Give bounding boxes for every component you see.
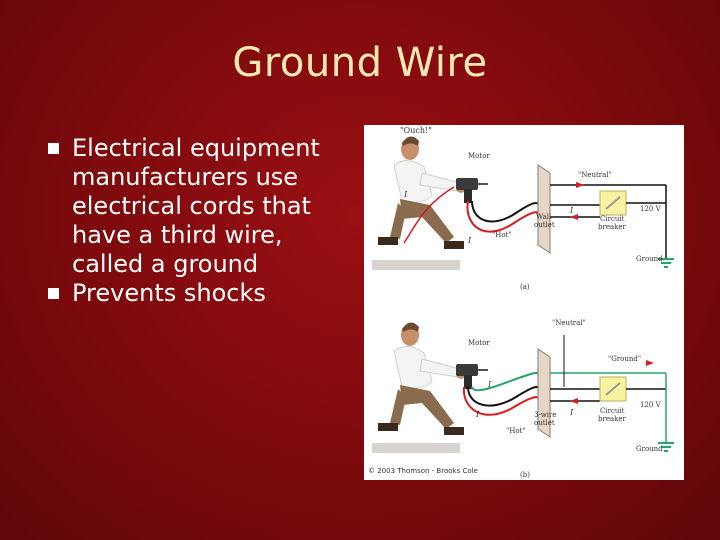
motor-label: Motor — [468, 152, 490, 160]
wall-outlet-label: Wall — [536, 213, 552, 221]
bullet-item: Electrical equipment manufacturers use e… — [48, 134, 348, 279]
current-label: I — [475, 410, 480, 419]
person-icon — [378, 136, 466, 249]
panel-b: "Neutral" Motor "Ground" "Hot" I I I 3-w… — [372, 319, 674, 479]
square-bullet-icon — [48, 288, 59, 299]
current-arrow-icon — [646, 360, 654, 366]
current-label: I — [569, 206, 574, 215]
ground-label: Ground — [636, 255, 663, 263]
current-arrow-icon — [570, 398, 578, 404]
drill-icon — [456, 364, 488, 389]
motor-label: Motor — [468, 339, 490, 347]
current-label: I — [467, 236, 472, 245]
neutral-label: "Neutral" — [578, 171, 612, 179]
neutral-wire — [471, 200, 543, 223]
outlet-label: outlet — [534, 419, 555, 427]
circuit-breaker-label: breaker — [598, 415, 627, 423]
bullet-text: Electrical equipment manufacturers use e… — [72, 134, 320, 278]
current-arrow-icon — [570, 214, 578, 220]
circuit-breaker-label: breaker — [598, 223, 627, 231]
panel-a: "Ouch!" Motor "Neutral" "Hot" I I I Wall… — [372, 126, 674, 291]
ouch-label: "Ouch!" — [400, 126, 432, 135]
bullet-text: Prevents shocks — [72, 279, 266, 307]
ground-wire-figure: "Ouch!" Motor "Neutral" "Hot" I I I Wall… — [364, 125, 684, 480]
hot-label: "Hot" — [506, 427, 526, 435]
floor-shadow — [372, 443, 460, 453]
copyright-text: © 2003 Thomson - Brooks Cole — [368, 467, 478, 475]
current-arrow-icon — [576, 182, 584, 188]
ground-symbol-icon — [658, 258, 674, 268]
neutral-label: "Neutral" — [552, 319, 586, 327]
outlet-label: 3-wire — [534, 411, 557, 419]
figure-illustration: "Ouch!" Motor "Neutral" "Hot" I I I Wall… — [368, 126, 674, 479]
wall-outlet-plate — [537, 164, 551, 254]
shock-path — [403, 186, 455, 244]
circuit-breaker-label: Circuit — [600, 215, 625, 223]
bullet-item: Prevents shocks — [48, 279, 348, 308]
wall-outlet-label: outlet — [534, 221, 555, 229]
square-bullet-icon — [48, 143, 59, 154]
voltage-label: 120 V — [640, 401, 662, 409]
drill-icon — [456, 178, 488, 203]
person-icon — [378, 322, 466, 435]
ground-label: Ground — [636, 445, 663, 453]
slide-title: Ground Wire — [232, 40, 488, 86]
current-label: I — [569, 408, 574, 417]
ground-wire-label: "Ground" — [608, 355, 641, 363]
panel-a-label: (a) — [520, 283, 530, 291]
circuit-breaker-label: Circuit — [600, 407, 625, 415]
voltage-label: 120 V — [640, 205, 662, 213]
ground-symbol-icon — [658, 442, 674, 452]
panel-b-label: (b) — [520, 471, 530, 479]
three-wire-outlet-plate — [537, 348, 551, 438]
floor-shadow — [372, 260, 460, 270]
hot-label: "Hot" — [492, 231, 512, 239]
current-label: I — [487, 380, 492, 389]
current-label: I — [403, 190, 408, 199]
bullet-list: Electrical equipment manufacturers use e… — [48, 134, 348, 308]
